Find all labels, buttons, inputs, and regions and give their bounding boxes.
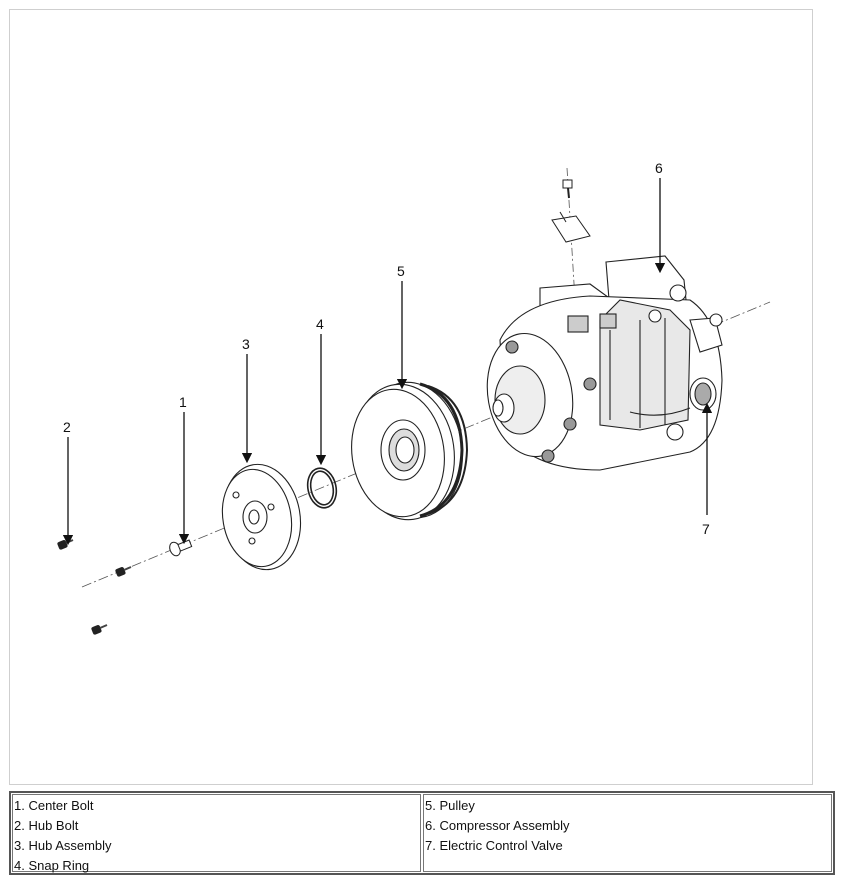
- legend-item-hub-bolt: 2. Hub Bolt: [14, 818, 79, 833]
- legend-column-left: 1. Center Bolt 2. Hub Bolt 3. Hub Assemb…: [12, 794, 421, 873]
- callout-2: 2: [63, 419, 71, 435]
- bracket-clip: [551, 211, 591, 243]
- legend-column-right: 5. Pulley 6. Compressor Assembly 7. Elec…: [423, 794, 832, 872]
- callout-7: 7: [702, 521, 710, 537]
- legend-item-hub-assembly: 3. Hub Assembly: [14, 838, 112, 853]
- legend-item-pulley: 5. Pulley: [425, 798, 475, 813]
- legend-item-electric-control-valve: 7. Electric Control Valve: [425, 838, 563, 853]
- callout-1: 1: [179, 394, 187, 410]
- figure-frame: [9, 9, 813, 785]
- legend-item-center-bolt: 1. Center Bolt: [14, 798, 94, 813]
- snap-ring: [306, 467, 338, 509]
- hub-bolt-bottom: [91, 624, 108, 635]
- hub-assembly: [221, 463, 302, 571]
- callout-4: 4: [316, 316, 324, 332]
- callout-3: 3: [242, 336, 250, 352]
- callout-5: 5: [397, 263, 405, 279]
- legend-item-snap-ring: 4. Snap Ring: [14, 858, 90, 873]
- hub-bolt-top: [57, 539, 74, 550]
- callout-6: 6: [655, 160, 663, 176]
- leader-lines: [62, 178, 713, 546]
- exploded-diagram: 1 2 3 4 5 6 7: [57, 160, 771, 635]
- bracket-bolt: [562, 179, 573, 199]
- legend-item-compressor-assembly: 6. Compressor Assembly: [425, 818, 570, 833]
- compressor-assembly: [486, 255, 723, 471]
- center-bolt: [169, 539, 193, 557]
- parts-legend-table: 1. Center Bolt 2. Hub Bolt 3. Hub Assemb…: [9, 791, 835, 875]
- pulley: [351, 381, 469, 521]
- hub-bolt-middle: [115, 566, 132, 577]
